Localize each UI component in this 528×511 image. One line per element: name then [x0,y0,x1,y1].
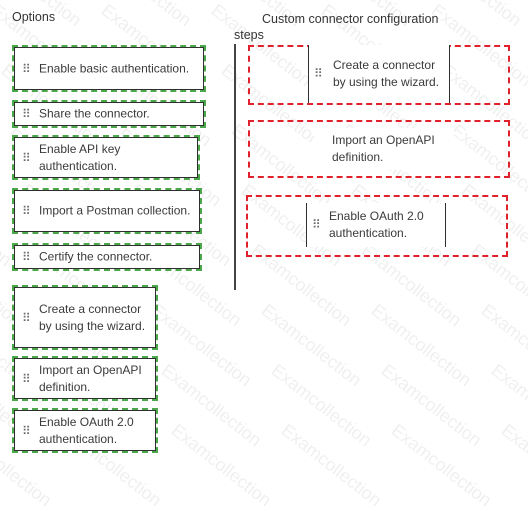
drag-handle-icon[interactable]: ⠿ [22,107,31,121]
option-label: Import a Postman collection. [39,203,191,218]
step-card-enable-oauth[interactable]: ⠿ Enable OAuth 2.0 authentication. [306,203,446,247]
option-label: Enable OAuth 2.0 authentication. [39,414,134,446]
step-label: Import an OpenAPI definition. [332,133,435,164]
drag-handle-icon[interactable]: ⠿ [22,423,31,438]
step-slot-2[interactable] [248,120,510,178]
watermark-text: Examcollection [167,420,276,511]
drag-handle-icon[interactable]: ⠿ [22,204,31,218]
option-label: Certify the connector. [39,249,153,264]
steps-heading: Custom connector configuration [262,12,439,26]
option-label: Enable API key authentication. [39,141,121,173]
options-heading: Options [12,10,56,24]
option-card-import-postman[interactable]: ⠿ Import a Postman collection. [14,190,200,232]
watermark-text: Examcollection [257,300,366,391]
steps-heading-continued: steps [234,28,264,42]
watermark-text: Examcollection [487,360,528,451]
option-label: Share the connector. [39,106,150,121]
watermark-text: Examcollection [147,300,256,391]
step-card-create-wizard[interactable]: ⠿ Create a connector by using the wizard… [308,45,450,103]
drag-handle-icon[interactable]: ⠿ [22,371,31,386]
drag-handle-icon[interactable]: ⠿ [22,310,31,325]
drag-handle-icon[interactable]: ⠿ [312,217,321,232]
watermark-text: Examcollection [387,420,496,511]
drag-handle-icon[interactable]: ⠿ [22,250,31,264]
watermark-text: Examcollection [497,420,528,511]
option-label: Enable basic authentication. [39,61,190,75]
drag-handle-icon[interactable]: ⠿ [22,61,31,76]
option-card-enable-oauth[interactable]: ⠿ Enable OAuth 2.0 authentication. [14,410,156,451]
watermark-text: Examcollection [157,360,266,451]
watermark-text: Examcollection [477,300,528,391]
watermark-text: Examcollection [267,360,376,451]
option-card-import-openapi[interactable]: ⠿ Import an OpenAPI definition. [14,358,156,399]
watermark-text: Examcollection [277,420,386,511]
step-card-import-openapi[interactable]: Import an OpenAPI definition. [314,128,454,170]
option-card-create-wizard[interactable]: ⠿ Create a connector by using the wizard… [14,287,156,348]
drag-handle-icon[interactable]: ⠿ [314,66,323,81]
step-label: Enable OAuth 2.0 authentication. [329,209,424,240]
option-label: Import an OpenAPI definition. [39,362,142,394]
option-label: Create a connector by using the wizard. [39,301,146,333]
watermark-text: Examcollection [0,120,6,211]
watermark-text: Examcollection [367,300,476,391]
option-card-share-connector[interactable]: ⠿ Share the connector. [14,102,204,126]
drag-handle-icon[interactable]: ⠿ [22,150,31,165]
option-card-enable-api-key[interactable]: ⠿ Enable API key authentication. [14,137,198,178]
step-slot-3[interactable] [246,195,508,257]
watermark-text: Examcollection [377,360,486,451]
watermark-text: Examcollection [87,0,196,31]
step-label: Create a connector by using the wizard. [333,58,440,89]
column-divider [234,44,236,290]
option-card-certify-connector[interactable]: ⠿ Certify the connector. [14,245,200,269]
option-card-enable-basic-auth[interactable]: ⠿ Enable basic authentication. [14,47,204,90]
